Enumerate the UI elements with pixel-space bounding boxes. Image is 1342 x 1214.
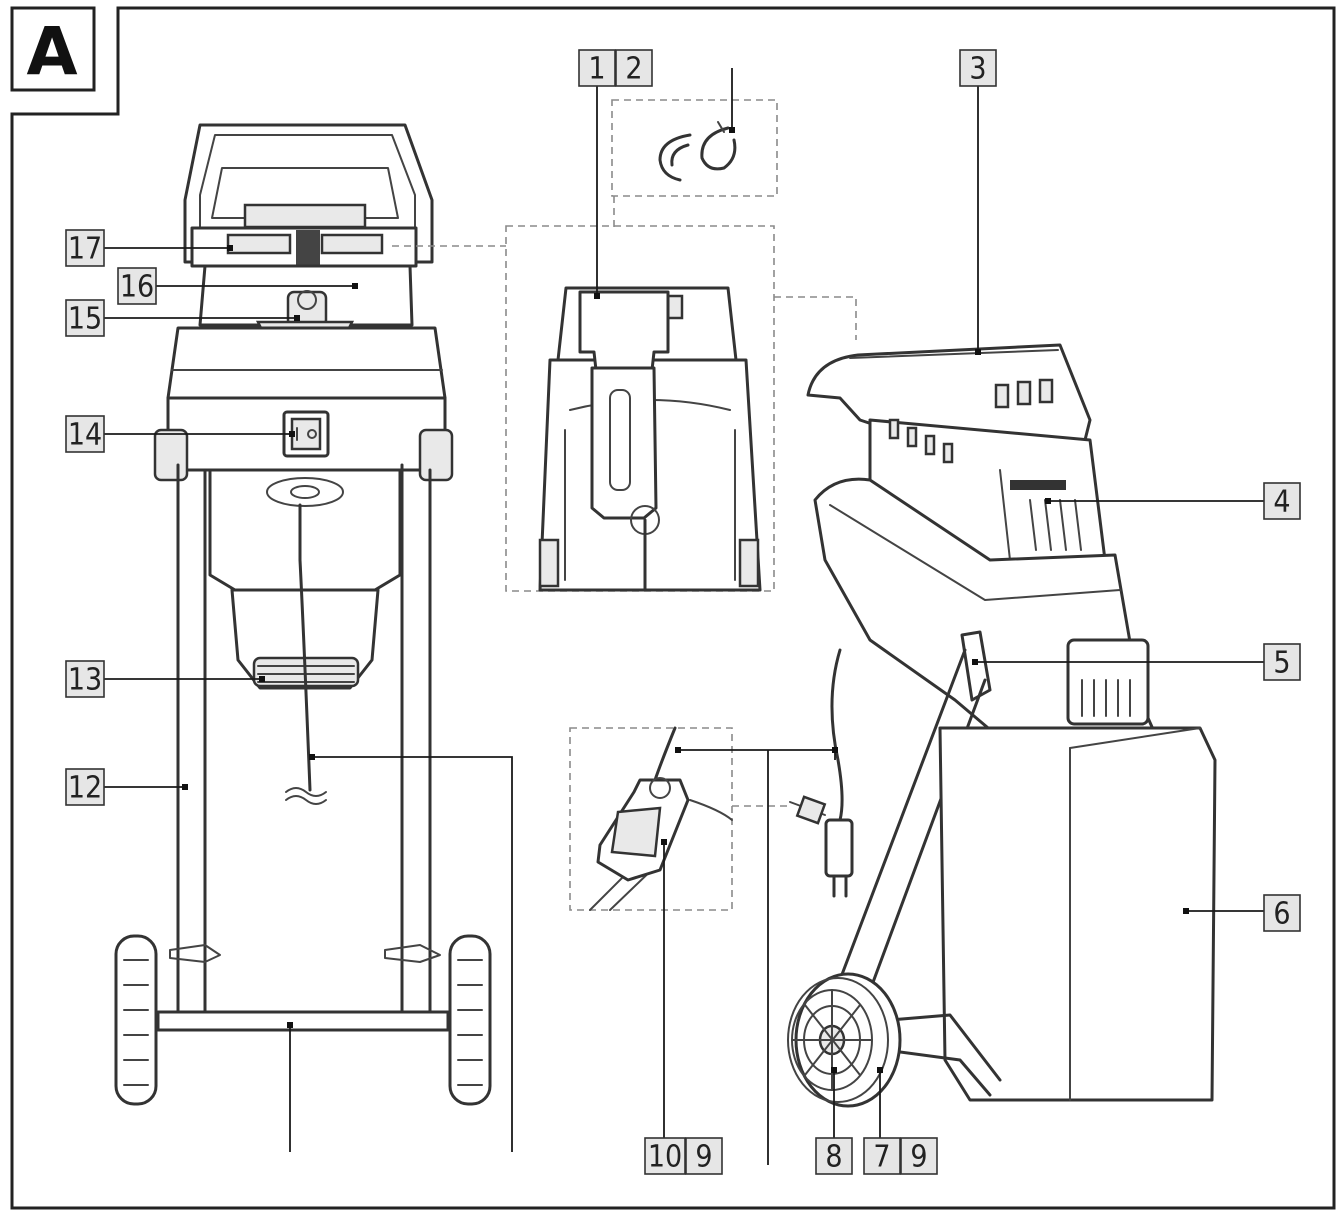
callout-5: 5 bbox=[1263, 643, 1301, 681]
power-plug bbox=[789, 648, 854, 898]
svg-text:1: 1 bbox=[588, 52, 605, 87]
svg-text:15: 15 bbox=[68, 302, 102, 337]
callout-8: 8 bbox=[815, 1137, 853, 1175]
leader-lines bbox=[103, 68, 1264, 1165]
svg-text:12: 12 bbox=[68, 771, 102, 806]
svg-text:17: 17 bbox=[68, 232, 102, 267]
cable-clip-inset bbox=[611, 99, 778, 228]
front-detail-inset bbox=[392, 225, 857, 592]
svg-text:9: 9 bbox=[695, 1140, 712, 1175]
cable-strain-inset bbox=[569, 726, 790, 911]
callout-12: 12 bbox=[65, 768, 105, 806]
figure-frame bbox=[10, 6, 1336, 1210]
shredder-side-view bbox=[787, 343, 1217, 1108]
callout-1: 1 bbox=[578, 49, 616, 87]
svg-text:16: 16 bbox=[120, 270, 154, 305]
callout-4: 4 bbox=[1263, 482, 1301, 520]
svg-text:2: 2 bbox=[625, 52, 642, 87]
svg-text:10: 10 bbox=[648, 1140, 682, 1175]
callout-13: 13 bbox=[65, 660, 105, 698]
svg-text:5: 5 bbox=[1273, 646, 1290, 681]
callout-7: 7 bbox=[863, 1137, 901, 1175]
callout-9-a: 9 bbox=[685, 1137, 723, 1175]
callout-10: 10 bbox=[644, 1137, 686, 1175]
callout-14: 14 bbox=[65, 415, 105, 453]
callout-6: 6 bbox=[1263, 894, 1301, 932]
callout-labels: 1 2 3 4 5 6 7 8 9 9 10 12 13 14 15 16 17 bbox=[65, 49, 1301, 1175]
svg-text:6: 6 bbox=[1273, 897, 1290, 932]
svg-text:14: 14 bbox=[68, 418, 102, 453]
callout-15: 15 bbox=[65, 299, 105, 337]
svg-text:8: 8 bbox=[825, 1140, 842, 1175]
svg-text:4: 4 bbox=[1273, 485, 1290, 520]
panel-letter-badge: A bbox=[10, 6, 96, 92]
callout-3: 3 bbox=[959, 49, 997, 87]
svg-text:13: 13 bbox=[68, 663, 102, 698]
leader-dots bbox=[182, 127, 1189, 1073]
callout-17: 17 bbox=[65, 229, 105, 267]
panel-letter: A bbox=[26, 14, 77, 91]
svg-text:9: 9 bbox=[910, 1140, 927, 1175]
callout-2: 2 bbox=[615, 49, 653, 87]
callout-16: 16 bbox=[117, 267, 157, 305]
callout-9-b: 9 bbox=[900, 1137, 938, 1175]
svg-text:7: 7 bbox=[873, 1140, 890, 1175]
shredder-rear-view bbox=[114, 123, 492, 1106]
svg-text:3: 3 bbox=[969, 52, 986, 87]
